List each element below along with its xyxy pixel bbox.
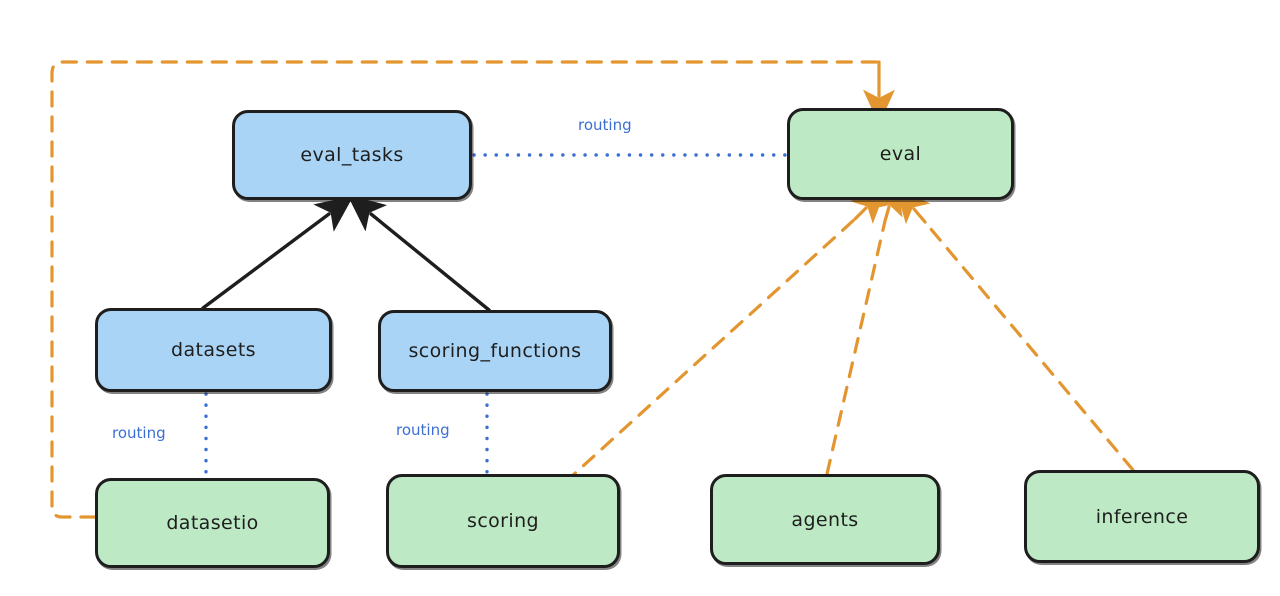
node-scoring[interactable]: scoring (386, 474, 620, 568)
node-inference[interactable]: inference (1024, 470, 1260, 563)
node-label-eval-tasks: eval_tasks (300, 144, 404, 166)
node-datasets[interactable]: datasets (95, 308, 332, 392)
node-label-agents: agents (791, 508, 859, 531)
edge-label-routing-left: routing (112, 424, 166, 442)
node-label-eval: eval (879, 143, 922, 165)
edge-scoring-functions-eval-tasks (347, 194, 491, 312)
edge-agents-eval (825, 179, 903, 476)
edge-inference-eval (895, 187, 1135, 472)
node-scoring-functions[interactable]: scoring_functions (378, 310, 612, 392)
node-eval-tasks[interactable]: eval_tasks (232, 110, 472, 200)
edge-label-routing-center: routing (396, 421, 450, 439)
node-datasetio[interactable]: datasetio (95, 478, 330, 568)
node-label-scoring-functions: scoring_functions (408, 340, 582, 362)
edge-label-routing-top: routing (578, 116, 632, 134)
node-label-datasets: datasets (171, 339, 256, 361)
node-label-datasetio: datasetio (166, 512, 259, 534)
node-label-inference: inference (1095, 505, 1189, 528)
node-agents[interactable]: agents (710, 474, 940, 565)
edge-datasets-eval-tasks (201, 195, 354, 310)
node-eval[interactable]: eval (787, 108, 1014, 200)
node-label-scoring: scoring (467, 510, 539, 532)
